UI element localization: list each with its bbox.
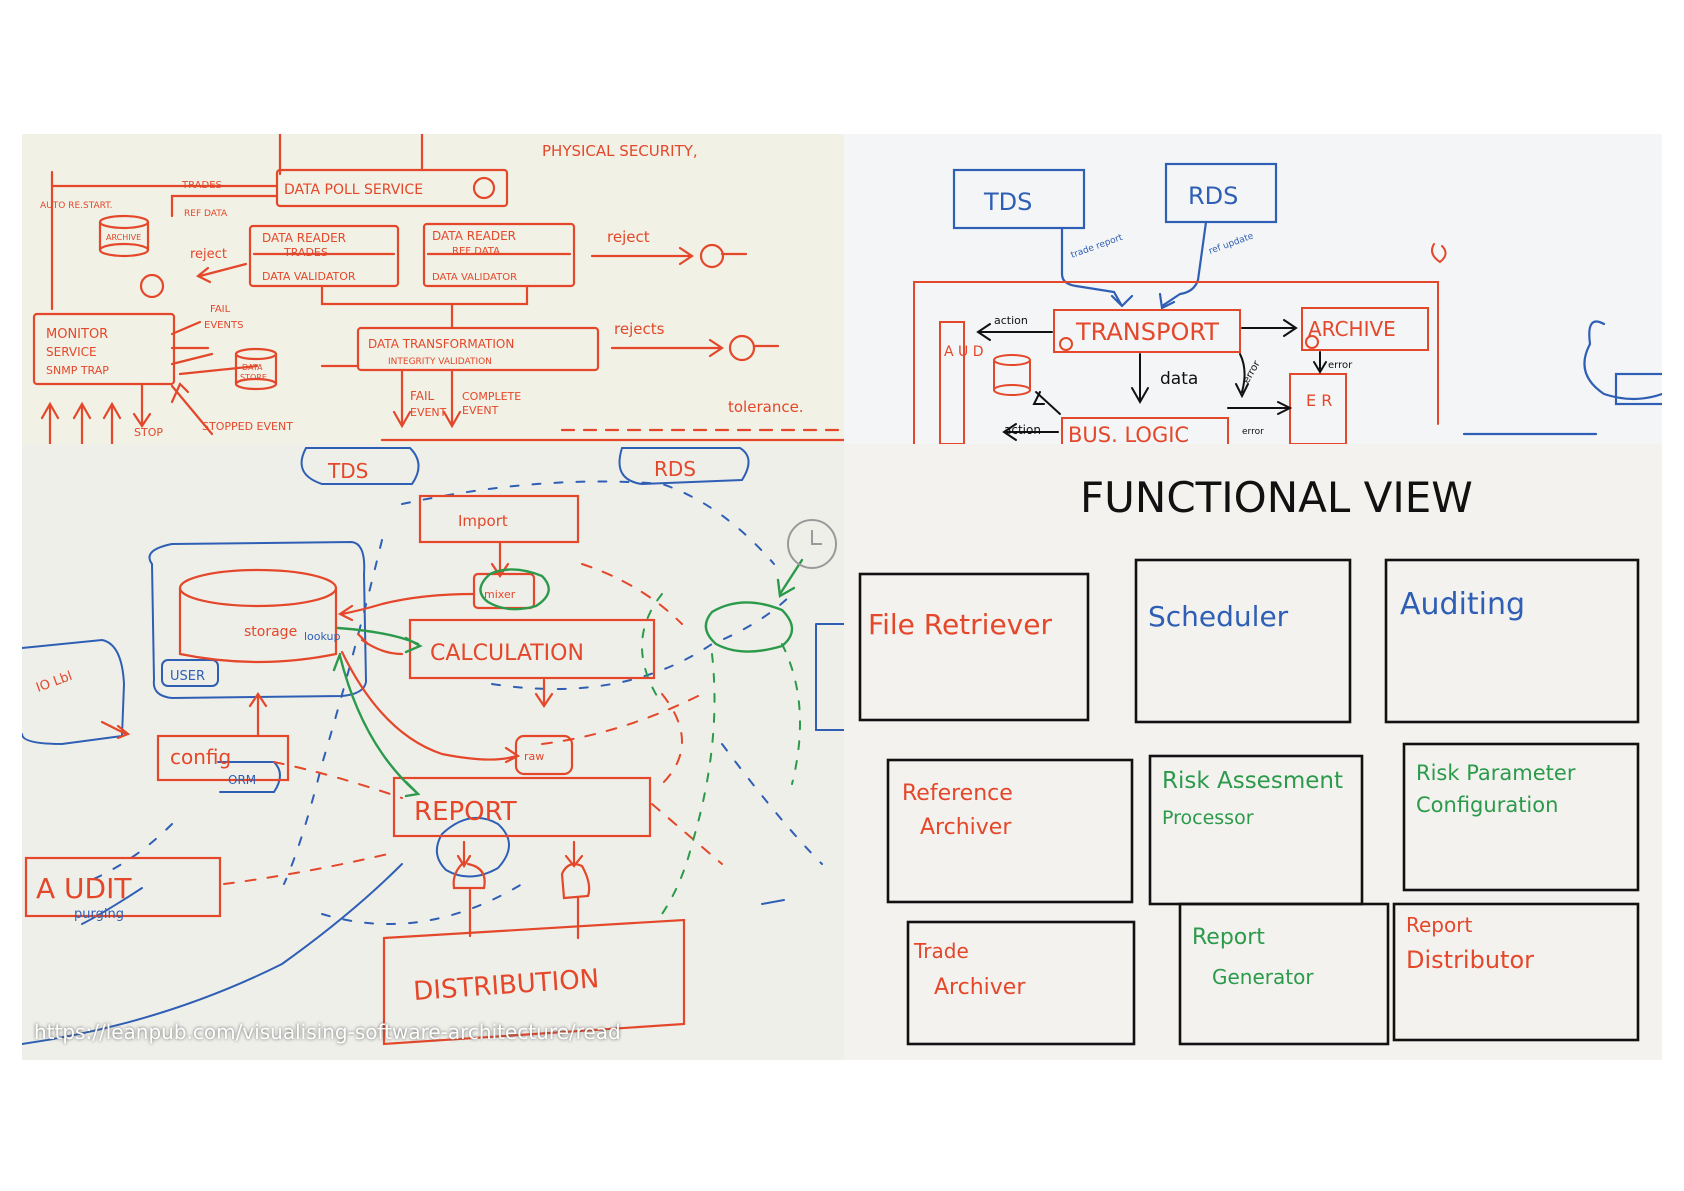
box-reference-line1: Reference <box>902 781 1013 806</box>
box-report-generator-line2: Generator <box>1212 965 1314 989</box>
stop-label: STOP <box>134 426 163 439</box>
ref-update-label: ref update <box>1208 231 1256 257</box>
data-label: data <box>1160 369 1198 389</box>
reader-ref-line1: DATA READER <box>432 229 516 243</box>
box-report-distributor-line1: Report <box>1406 913 1472 937</box>
reject-right-label: reject <box>607 228 650 246</box>
lookup-label: lookup <box>304 630 341 643</box>
transformation-line2: INTEGRITY VALIDATION <box>388 357 492 367</box>
mixer-label: mixer <box>484 588 516 601</box>
left-box-label: IO Lbl <box>34 669 74 696</box>
functional-view-title: FUNCTIONAL VIEW <box>1080 473 1473 522</box>
reader-trades-line2: TRADES <box>283 246 328 259</box>
aud-label: A U D <box>944 344 984 360</box>
transport-sketch-drawing: TDS RDS trade report ref update TRANSPOR… <box>913 162 1662 444</box>
bus-logic-label: BUS. LOGIC <box>1068 423 1189 444</box>
complete-event-line2: EVENT <box>462 404 499 417</box>
tolerance-label: tolerance. <box>728 398 804 416</box>
photo-data-poll-sketch: PHYSICAL SECURITY, DATA POLL SERVICE TRA… <box>22 134 844 444</box>
box-risk-parameter-line1: Risk Parameter <box>1416 761 1576 785</box>
data-poll-service-label: DATA POLL SERVICE <box>284 182 423 198</box>
box-trade-line1: Trade <box>913 939 969 963</box>
complete-event-line1: COMPLETE <box>462 390 521 403</box>
data-store-line1: DATA <box>242 363 263 372</box>
raw-label: raw <box>524 750 544 763</box>
reader-trades-line1: DATA READER <box>262 231 346 245</box>
photo-calculation-sketch: TDS RDS Import mixer storage lookup USER… <box>22 444 844 1060</box>
ref-data-label: REF DATA <box>184 209 228 219</box>
error-label-3: error <box>1242 427 1264 437</box>
orm-label: ORM <box>228 773 256 787</box>
import-label: Import <box>458 512 508 530</box>
validator-trades-label: DATA VALIDATOR <box>262 270 356 283</box>
box-risk-parameter-line2: Configuration <box>1416 793 1558 817</box>
calculation-sketch-drawing: TDS RDS Import mixer storage lookup USER… <box>22 447 844 1046</box>
tds-label: TDS <box>983 188 1032 216</box>
config-label: config <box>170 745 231 769</box>
reader-ref-line2: REF DATA <box>452 246 500 257</box>
rejects-label: rejects <box>614 320 665 338</box>
box-risk-assessment-line2: Processor <box>1162 807 1254 829</box>
box-report-distributor-line2: Distributor <box>1406 946 1534 974</box>
functional-view-drawing: FUNCTIONAL VIEW File Retriever Scheduler… <box>858 473 1640 1046</box>
box-risk-assessment-line1: Risk Assesment <box>1162 768 1343 794</box>
monitor-line3: SNMP TRAP <box>46 364 109 377</box>
trade-report-label: trade report <box>1070 233 1125 261</box>
box-reference-line2: Archiver <box>920 815 1012 840</box>
archive-label: ARCHIVE <box>106 233 141 242</box>
data-store-line2: STORE <box>240 373 267 382</box>
calculation-label: CALCULATION <box>430 641 584 666</box>
stopped-event-label: STOPPED EVENT <box>202 420 293 433</box>
transformation-line1: DATA TRANSFORMATION <box>368 337 514 351</box>
box-auditing: Auditing <box>1400 587 1525 622</box>
audit-label: A UDIT <box>36 872 132 905</box>
tds-label-3: TDS <box>327 459 368 483</box>
physical-security-label: PHYSICAL SECURITY, <box>542 142 698 160</box>
error-label-2: error <box>1328 360 1353 371</box>
monitor-line2: SERVICE <box>46 345 97 359</box>
data-poll-sketch-drawing: PHYSICAL SECURITY, DATA POLL SERVICE TRA… <box>32 134 844 444</box>
rds-label: RDS <box>1188 182 1238 210</box>
source-url-caption: https://leanpub.com/visualising-software… <box>34 1020 621 1044</box>
rds-label-3: RDS <box>654 457 696 481</box>
fail-event-line1: FAIL <box>410 389 435 403</box>
storage-label: storage <box>244 624 297 640</box>
fail-events-line2: EVENTS <box>204 320 243 331</box>
purging-label: purging <box>74 907 124 922</box>
er-label: E R <box>1306 391 1332 410</box>
fail-events-line1: FAIL <box>210 304 231 315</box>
box-scheduler: Scheduler <box>1148 600 1289 633</box>
box-file-retriever: File Retriever <box>868 608 1052 641</box>
reject-left-label: reject <box>190 247 227 262</box>
report-label-3: REPORT <box>414 797 517 827</box>
distribution-label: DISTRIBUTION <box>412 964 600 1007</box>
validator-ref-label: DATA VALIDATOR <box>432 272 517 283</box>
action-label-bottom: action <box>1004 423 1041 437</box>
photo-functional-view: FUNCTIONAL VIEW File Retriever Scheduler… <box>844 444 1662 1060</box>
transport-label: TRANSPORT <box>1075 318 1219 346</box>
trades-label: TRADES <box>181 180 222 191</box>
user-label: USER <box>170 669 205 684</box>
fail-event-line2: EVENT <box>410 406 447 419</box>
action-label-top: action <box>994 314 1028 327</box>
box-trade-line2: Archiver <box>934 975 1026 1000</box>
photo-transport-sketch: TDS RDS trade report ref update TRANSPOR… <box>844 134 1662 444</box>
archive-label-2: ARCHIVE <box>1308 317 1396 341</box>
box-report-generator-line1: Report <box>1192 925 1265 950</box>
auto-restart-label: AUTO RE.START. <box>40 201 113 211</box>
monitor-line1: MONITOR <box>46 327 108 342</box>
